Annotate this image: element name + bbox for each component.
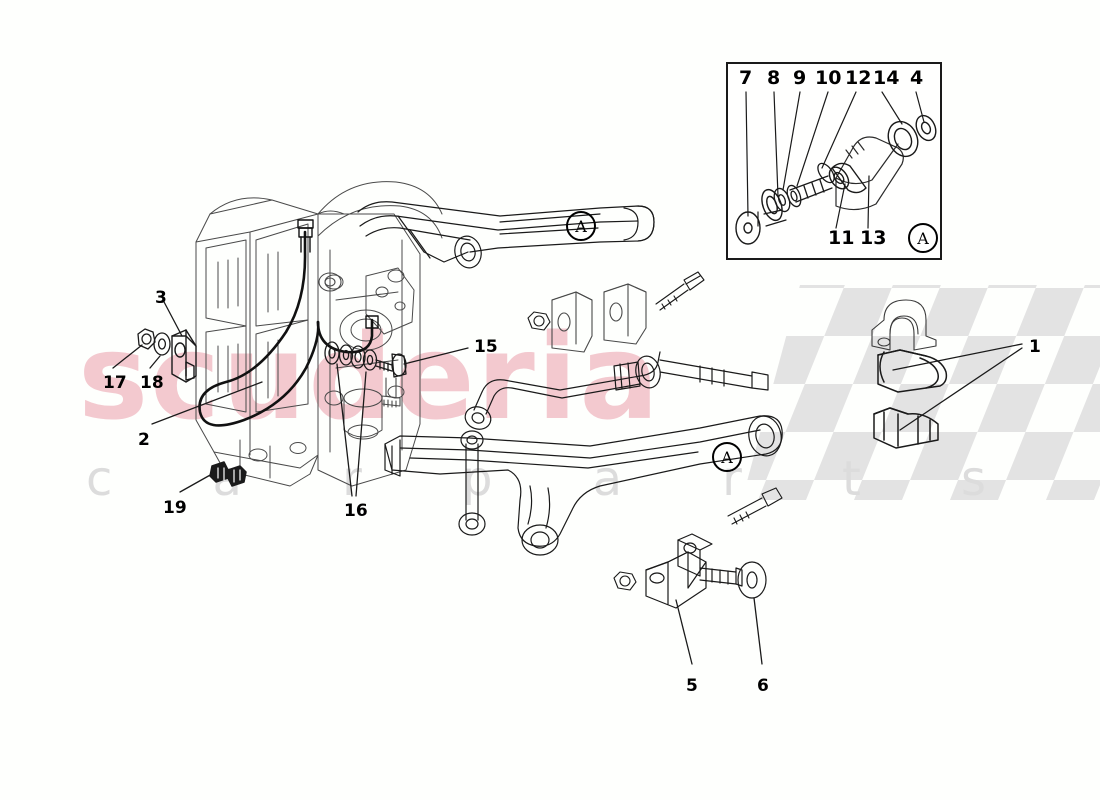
tagline-letter: a (592, 451, 622, 507)
tagline-letter: s (960, 451, 986, 507)
stabilizer-bush-half-upper (877, 349, 948, 393)
detail-label-14: 14 (873, 67, 900, 89)
detail-label-7: 7 (739, 67, 753, 89)
brake-hose-fitting-top (297, 219, 314, 253)
bush-block-left (551, 291, 593, 353)
bush-block-right (603, 283, 647, 345)
part-label-3: 3 (155, 288, 167, 308)
detail-ring-12 (817, 162, 835, 184)
section-marker-a-upper-arm: A (566, 211, 596, 241)
part-label-17: 17 (103, 373, 127, 393)
hose-clip-part-3 (171, 329, 197, 383)
detail-clip-4 (915, 114, 937, 142)
lower-control-arm (384, 415, 783, 556)
upper-control-arm (357, 201, 655, 269)
detail-label-13: 13 (860, 227, 887, 249)
detail-bush-8 (761, 188, 783, 222)
brake-hose (198, 230, 374, 427)
nut-part-17 (137, 328, 156, 350)
ball-joint-stud (381, 377, 401, 408)
banjo-bolt-15 (375, 353, 407, 378)
detail-label-12: 12 (845, 67, 872, 89)
tagline-letter: p (461, 451, 493, 507)
detail-label-8: 8 (767, 67, 781, 89)
part-label-1: 1 (1029, 337, 1041, 357)
washer-part-18 (153, 332, 171, 356)
stabilizer-bush-half-lower (873, 407, 939, 449)
bracket-part-5 (645, 533, 743, 609)
detail-seal-14 (887, 120, 919, 158)
section-marker-a-lower-arm: A (712, 442, 742, 472)
bolt-lower (727, 487, 783, 525)
part-label-18: 18 (140, 373, 164, 393)
detail-label-4: 4 (910, 67, 924, 89)
tagline-letter: t (842, 451, 861, 507)
part-label-16: 16 (344, 501, 368, 521)
hex-nut-upper (527, 311, 551, 331)
brake-hose-fitting-lower (365, 315, 379, 329)
stabilizer-bar-clamp-upper (871, 299, 937, 351)
section-marker-a-detail-box: A (908, 223, 938, 253)
detail-piston-13 (828, 162, 867, 194)
detail-label-9: 9 (793, 67, 807, 89)
detail-label-10: 10 (815, 67, 842, 89)
washer-part-6 (737, 561, 767, 599)
hex-nut-lower (613, 571, 637, 591)
tagline-letter: c (86, 451, 113, 507)
detail-bush-7 (735, 211, 761, 245)
part-label-2: 2 (138, 430, 150, 450)
leader-lines (112, 299, 1023, 665)
part-label-19: 19 (163, 498, 187, 518)
bolt-upper (655, 271, 705, 311)
part-label-15: 15 (474, 337, 498, 357)
hose-clip-part-19 (209, 461, 247, 487)
stabilizer-drop-link (458, 430, 486, 536)
watermark-brand-text: scuderia (78, 308, 661, 446)
detail-label-11: 11 (828, 227, 855, 249)
detail-callout-box (726, 62, 942, 260)
carrier-nut (318, 272, 342, 292)
suspension-link-arm (464, 351, 769, 430)
part-label-5: 5 (686, 676, 698, 696)
part-label-6: 6 (757, 676, 769, 696)
hub-upright (317, 181, 443, 487)
